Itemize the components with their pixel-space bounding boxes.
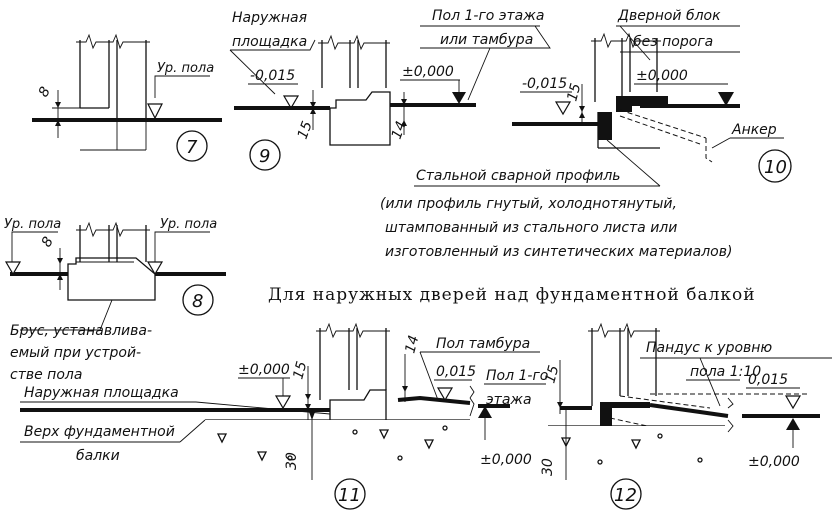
- elev-pm-000-11b: ±0,000: [480, 452, 532, 468]
- floor-level-label-8-left: Ур. пола: [4, 217, 61, 232]
- dim-30-12: 30: [540, 458, 556, 476]
- elev-015-11: 0,015: [436, 364, 476, 380]
- detail-7: 8 Ур. пола 7: [32, 33, 222, 162]
- floor-first-label-line1: Пол 1-го этажа: [432, 8, 544, 24]
- detail-11-number: 11: [338, 485, 361, 506]
- elev-pm-000-12: ±0,000: [748, 454, 800, 470]
- elev-minus-015-9: -0,015: [250, 68, 295, 84]
- detail-8-number: 8: [192, 291, 203, 312]
- dim-30-11: 30: [284, 452, 300, 470]
- dim-14-9: 14: [389, 119, 410, 141]
- steel-profile-note: Стальной сварной профиль (или профиль гн…: [380, 168, 732, 260]
- beam-note-line2: емый при устрой-: [10, 345, 141, 361]
- floor-level-label-7: Ур. пола: [157, 61, 214, 76]
- first-floor-label-line2: этажа: [486, 392, 532, 408]
- outer-platform-label-line2: площадка: [232, 34, 307, 50]
- detail-7-number: 7: [186, 137, 198, 158]
- floor-level-label-8-right: Ур. пола: [160, 217, 217, 232]
- elev-pm-000-11: ±0,000: [238, 362, 290, 378]
- foundation-hatch-11: [216, 425, 448, 462]
- foundation-hatch-12: [560, 433, 703, 465]
- door-block-label-line1: Дверной блок: [617, 8, 721, 24]
- door-block-label-line2: без порога: [633, 34, 713, 50]
- foundation-top-label-line1: Верх фундаментной: [24, 424, 175, 440]
- dim-15-10: 15: [564, 82, 584, 103]
- elev-pm-000-10: ±0,000: [636, 68, 688, 84]
- vestibule-floor-label: Пол тамбура: [436, 336, 530, 352]
- detail-9-number: 9: [259, 146, 270, 167]
- detail-8: 8 Ур. пола Ур. пола 8 Брус, устанавлива-…: [4, 217, 226, 383]
- elev-015-12: 0,015: [748, 372, 788, 388]
- dim-8: 8: [36, 84, 54, 100]
- detail-9: Наружная площадка -0,015 15 14 ±0,000 По…: [229, 8, 551, 171]
- detail-12: 15 30 Пандус к уровню пола 1:10 0,015 ±0…: [540, 322, 832, 510]
- foundation-top-label-line2: балки: [76, 448, 120, 464]
- elev-minus-015-10: -0,015: [522, 76, 567, 92]
- profile-note-line3: изготовленный из синтетических материало…: [385, 244, 732, 260]
- beam-note-line3: стве пола: [10, 367, 82, 383]
- dim-14-11: 14: [402, 334, 422, 355]
- outer-platform-label-line1: Наружная: [232, 10, 307, 26]
- outer-platform-label-11: Наружная площадка: [24, 385, 179, 401]
- ramp-label-line1: Пандус к уровню: [646, 340, 772, 356]
- profile-note-line1: (или профиль гнутый, холоднотянутый,: [380, 196, 677, 212]
- profile-note-line2: штампованный из стального листа или: [385, 220, 677, 236]
- detail-11: ±0,000 15 30 14 Пол тамбура 0,015 Пол 1-…: [20, 322, 548, 510]
- steel-profile-label: Стальной сварной профиль: [416, 168, 621, 184]
- anchor-label: Анкер: [731, 122, 777, 138]
- dim-8-b: 8: [39, 234, 57, 250]
- first-floor-label-line1: Пол 1-го: [486, 368, 548, 384]
- detail-10: Дверной блок без порога ±0,000 -0,015 15…: [512, 8, 792, 187]
- detail-10-number: 10: [764, 157, 787, 178]
- section-caption: Для наружных дверей над фундаментной бал…: [268, 285, 756, 305]
- dim-15-9: 15: [295, 119, 316, 141]
- beam-note-line1: Брус, устанавлива-: [10, 323, 152, 339]
- dim-15-12: 15: [542, 364, 562, 385]
- dim-15-11: 15: [290, 360, 310, 381]
- elev-pm-000-9: ±0,000: [402, 64, 454, 80]
- floor-first-label-line2: или тамбура: [440, 32, 533, 48]
- detail-12-number: 12: [614, 485, 637, 506]
